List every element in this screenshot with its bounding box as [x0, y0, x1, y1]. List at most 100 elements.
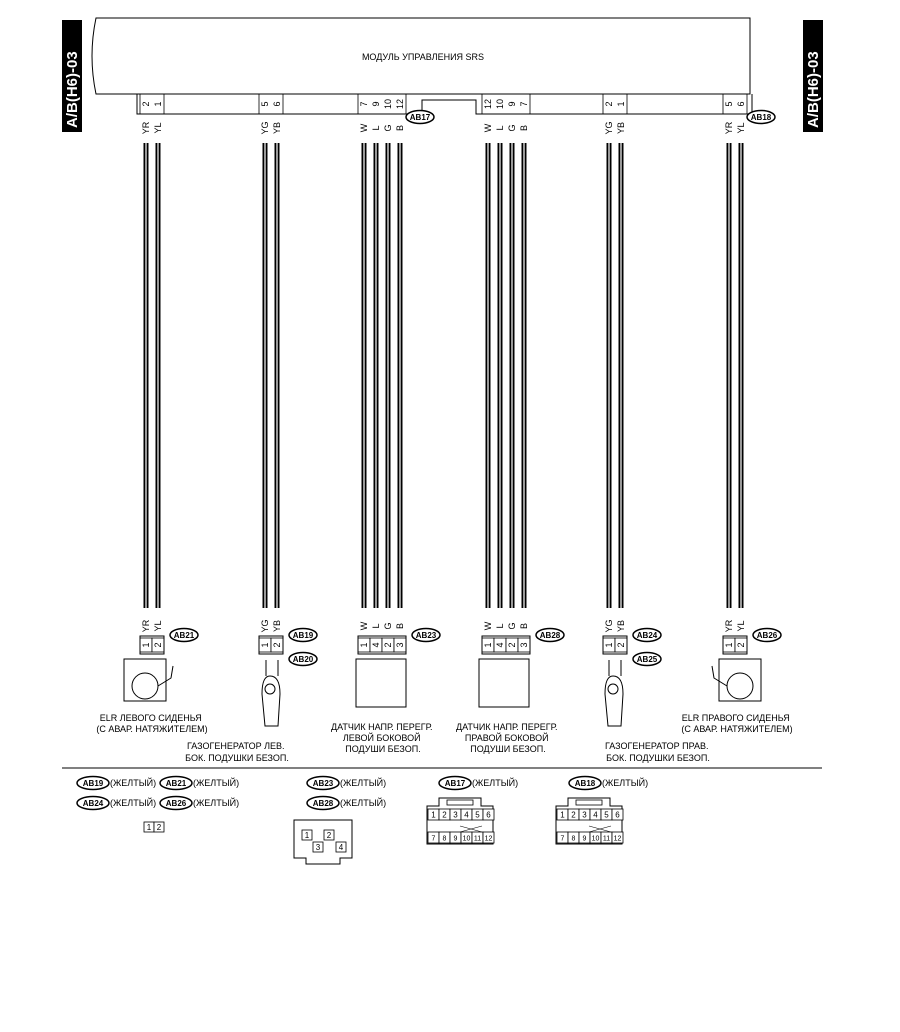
- legend-ab19-text: (ЖЕЛТЫЙ): [110, 777, 156, 788]
- legend-12pin-ab17-pin-11: 11: [474, 836, 481, 843]
- device-wire-color-g1-0: YR: [141, 619, 151, 632]
- svg-text:2: 2: [327, 831, 332, 840]
- module-pin-g4-1: 10: [495, 99, 505, 109]
- svg-text:AB19: AB19: [293, 631, 314, 640]
- srs-module-title: МОДУЛЬ УПРАВЛЕНИЯ SRS: [362, 52, 484, 62]
- elr-right-label-line1: ELR ПРАВОГО СИДЕНЬЯ: [682, 713, 790, 723]
- module-pin-g1-0: 2: [141, 101, 151, 106]
- svg-text:AB26: AB26: [166, 799, 187, 808]
- device-pin-g6-0: 1: [724, 642, 734, 647]
- device-wire-color-g6-0: YR: [724, 619, 734, 632]
- module-pin-g5-1: 1: [616, 101, 626, 106]
- device-pin-g4-3: 3: [519, 642, 529, 647]
- svg-text:3: 3: [316, 843, 321, 852]
- device-pin-g4-1: 4: [495, 642, 505, 647]
- legend-ab26-text: (ЖЕЛТЫЙ): [193, 797, 239, 808]
- svg-text:1: 1: [305, 831, 310, 840]
- device-pin-g4-2: 2: [507, 642, 517, 647]
- module-connector-g6: [722, 93, 748, 115]
- legend-12pin-ab18-pin-9: 9: [583, 836, 587, 843]
- sensor-right-device: [478, 658, 530, 708]
- sensor-left-label-line3: ПОДУШИ БЕЗОП.: [345, 744, 420, 754]
- module-wire-color-g3-2: G: [383, 124, 393, 131]
- svg-text:AB24: AB24: [637, 631, 658, 640]
- device-wire-color-g2-1: YB: [272, 620, 282, 632]
- device-pin-g3-1: 4: [371, 642, 381, 647]
- svg-text:2: 2: [157, 823, 162, 832]
- device-wire-color-g3-2: G: [383, 622, 393, 629]
- legend-12pin-ab17-pin-10: 10: [463, 836, 471, 843]
- legend-12pin-ab18-pin-3: 3: [582, 811, 587, 820]
- svg-text:AB18: AB18: [575, 779, 596, 788]
- inflator-right-device: [604, 660, 624, 727]
- legend-ab21-text: (ЖЕЛТЫЙ): [193, 777, 239, 788]
- device-pin-g3-0: 1: [359, 642, 369, 647]
- device-pin-g2-1: 2: [272, 642, 282, 647]
- elr-left-label-line2: (С АВАР. НАТЯЖИТЕЛЕМ): [96, 724, 207, 734]
- legend-ab17-text: (ЖЕЛТЫЙ): [472, 777, 518, 788]
- device-connector-g2: [258, 635, 284, 655]
- device-tag-ab20: AB20: [288, 651, 318, 667]
- legend-12pin-ab17-pin-3: 3: [453, 811, 458, 820]
- module-connector-g1: [139, 93, 165, 115]
- svg-text:AB26: AB26: [757, 631, 778, 640]
- svg-text:AB21: AB21: [174, 631, 195, 640]
- module-wire-color-g4-1: L: [495, 125, 505, 130]
- device-tag-ab24: AB24: [632, 627, 662, 643]
- legend-connector-2pin: 1 2: [143, 821, 165, 833]
- svg-text:AB23: AB23: [416, 631, 437, 640]
- sensor-left-label-line2: ЛЕВОЙ БОКОВОЙ: [343, 732, 421, 743]
- legend-12pin-ab18-pin-2: 2: [571, 811, 576, 820]
- module-wire-color-g1-0: YR: [141, 121, 151, 134]
- legend-12pin-ab17-pin-1: 1: [431, 811, 436, 820]
- legend-12pin-ab18-pin-10: 10: [592, 836, 600, 843]
- svg-text:AB20: AB20: [293, 655, 314, 664]
- device-tag-ab28: AB28: [535, 627, 565, 643]
- module-wire-color-g5-0: YG: [604, 121, 614, 134]
- inflator-left-label: ГАЗОГЕНЕРАТОР ЛЕВ. БОК. ПОДУШКИ БЕЗОП.: [185, 741, 289, 763]
- device-pin-g5-0: 1: [604, 642, 614, 647]
- module-wire-color-g2-0: YG: [260, 121, 270, 134]
- svg-text:AB25: AB25: [637, 655, 658, 664]
- legend-12pin-ab17-pin-8: 8: [443, 836, 447, 843]
- legend-12pin-ab18-pin-12: 12: [614, 836, 622, 843]
- device-pin-g6-1: 2: [736, 642, 746, 647]
- legend-12pin-ab17-pin-7: 7: [432, 836, 436, 843]
- module-pin-g4-0: 12: [483, 99, 493, 109]
- sensor-right-label-line3: ПОДУШИ БЕЗОП.: [470, 744, 545, 754]
- module-pin-g3-0: 7: [359, 101, 369, 106]
- legend-12pin-ab17-pin-4: 4: [464, 811, 469, 820]
- legend-12pin-ab17-pin-9: 9: [454, 836, 458, 843]
- module-wire-color-g6-1: YL: [736, 122, 746, 133]
- module-pin-g2-0: 5: [260, 101, 270, 106]
- module-wire-color-g4-3: B: [519, 125, 529, 131]
- device-pin-g1-0: 1: [141, 642, 151, 647]
- device-wire-color-g4-0: W: [483, 621, 493, 630]
- svg-text:AB19: AB19: [83, 779, 104, 788]
- legend-tag-ab26: AB26: [159, 795, 193, 811]
- srs-module: МОДУЛЬ УПРАВЛЕНИЯ SRS: [91, 17, 753, 115]
- device-tag-ab21: AB21: [169, 627, 199, 643]
- svg-text:AB23: AB23: [313, 779, 334, 788]
- module-tag-ab18: AB18: [746, 109, 776, 125]
- side-tab-left-text: A/B(H6)-03: [64, 51, 81, 128]
- legend-12pin-ab17-pin-12: 12: [485, 836, 493, 843]
- legend-12pin-ab17-pin-5: 5: [475, 811, 480, 820]
- legend: AB19 (ЖЕЛТЫЙ) AB21 (ЖЕЛТЫЙ) AB24 (ЖЕЛТЫЙ…: [76, 775, 648, 865]
- legend-12pin-ab18-pin-7: 7: [561, 836, 565, 843]
- svg-text:AB18: AB18: [751, 113, 772, 122]
- device-wire-color-g5-1: YB: [616, 620, 626, 632]
- legend-ab23-text: (ЖЕЛТЫЙ): [340, 777, 386, 788]
- module-wire-color-g4-0: W: [483, 123, 493, 132]
- legend-ab18-text: (ЖЕЛТЫЙ): [602, 777, 648, 788]
- legend-tag-ab19: AB19: [76, 775, 110, 791]
- legend-tag-ab24: AB24: [76, 795, 110, 811]
- sensor-right-label-line2: ПРАВОЙ БОКОВОЙ: [465, 732, 549, 743]
- module-wire-color-g3-1: L: [371, 125, 381, 130]
- device-wire-color-g3-1: L: [371, 623, 381, 628]
- device-wire-color-g1-1: YL: [153, 620, 163, 631]
- device-connector-g4: [481, 635, 531, 655]
- legend-tag-ab28: AB28: [306, 795, 340, 811]
- inflator-left-device: [261, 660, 281, 727]
